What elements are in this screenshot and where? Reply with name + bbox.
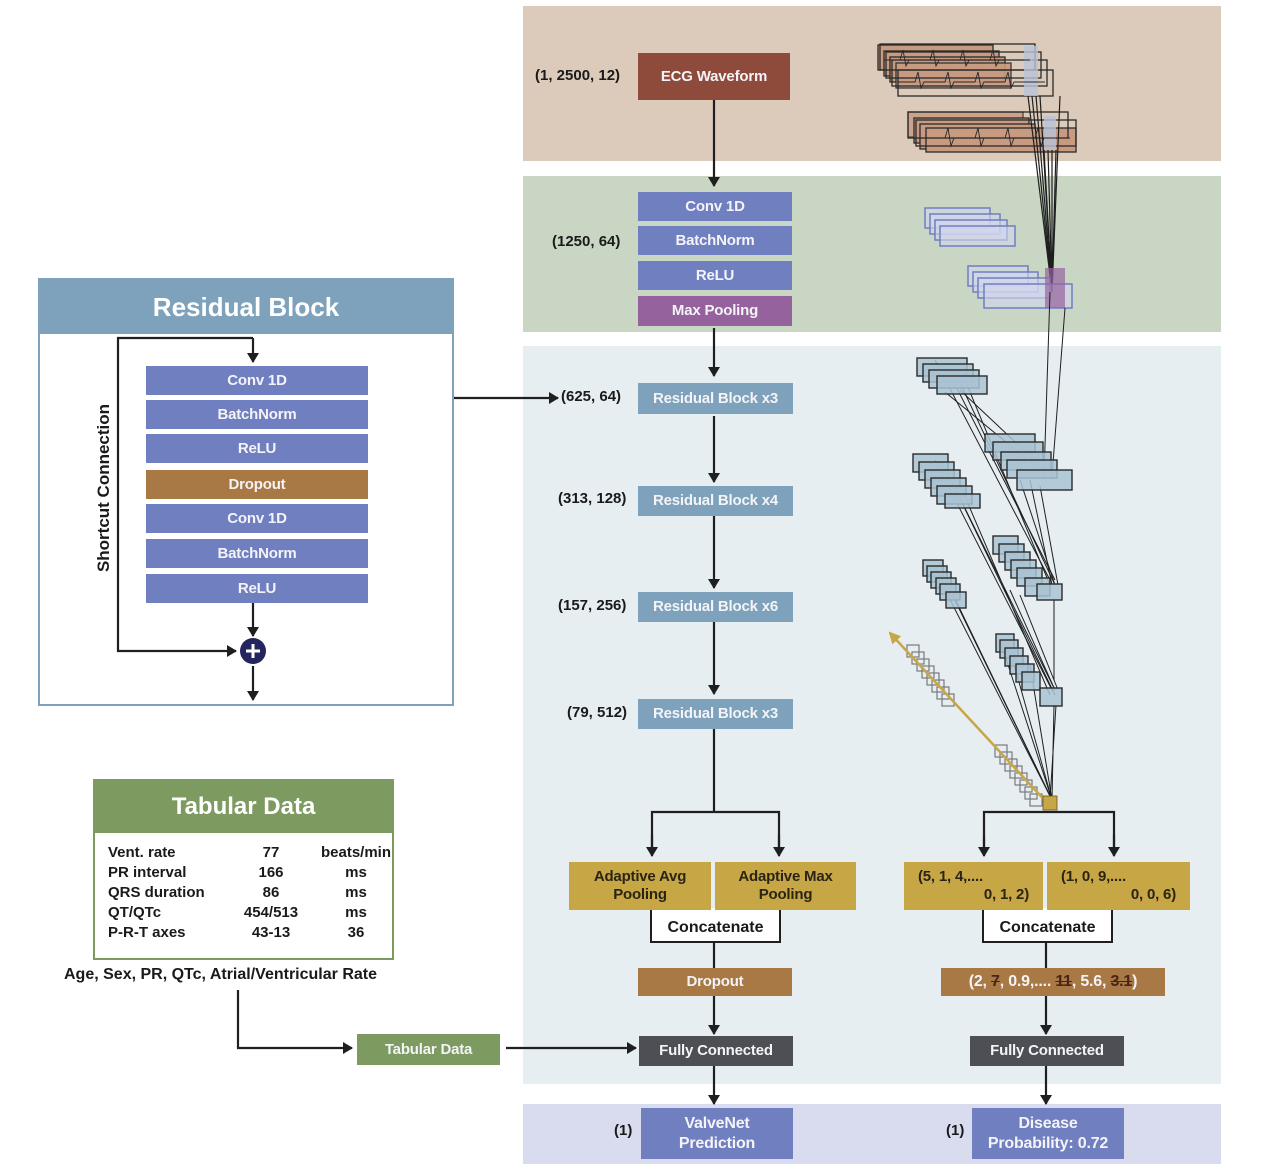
dropped-value-3: 3.1 <box>1110 973 1133 991</box>
tabular-row: Vent. rate 77 beats/min <box>108 843 396 863</box>
concat-left: Concatenate <box>650 908 781 943</box>
concat-right: Concatenate <box>982 908 1113 943</box>
residual-layer-dropout: Dropout <box>146 470 368 499</box>
valvenet-line2: Prediction <box>678 1134 756 1152</box>
vector-b-line2: 0, 0, 6) <box>1130 886 1176 903</box>
stem-batchnorm-box: BatchNorm <box>638 226 792 255</box>
vector-b-box: (1, 0, 9,.... 0, 0, 6) <box>1047 862 1190 910</box>
valvenet-prediction-box: ValveNet Prediction <box>641 1108 793 1159</box>
output-right-shape: (1) <box>946 1122 965 1139</box>
max-pool-line2: Pooling <box>758 886 813 903</box>
res-stage-1-box: Residual Block x3 <box>638 383 793 414</box>
disease-line2: Probability: 0.72 <box>987 1134 1109 1152</box>
ecg-waveform-box: ECG Waveform <box>638 53 790 100</box>
dropout-vector-mid2: , 5.6, <box>1071 973 1111 991</box>
plus-circle-icon <box>240 638 266 664</box>
vector-a-line2: 0, 1, 2) <box>983 886 1029 903</box>
dropped-value-1: 7 <box>991 973 1000 991</box>
avg-pool-line1: Adaptive Avg <box>593 868 687 885</box>
disease-probability-box: Disease Probability: 0.72 <box>972 1108 1124 1159</box>
valvenet-line1: ValveNet <box>684 1115 750 1133</box>
ecg-strips-illustration <box>877 43 1077 293</box>
tabular-features-caption: Age, Sex, PR, QTc, Atrial/Ventricular Ra… <box>64 966 377 983</box>
tabular-field-name: QRS duration <box>108 884 205 901</box>
res-stage-2-box: Residual Block x4 <box>638 486 793 516</box>
tabular-field-unit: ms <box>345 864 367 881</box>
residual-layer-relu: ReLU <box>146 434 368 463</box>
dropout-vector-box: (2, 7 , 0.9,.... 11 , 5.6, 3.1 ) <box>941 968 1165 996</box>
adaptive-max-pooling-box: Adaptive Max Pooling <box>715 862 856 910</box>
residual-layer-relu: ReLU <box>146 574 368 603</box>
disease-line1: Disease <box>1018 1115 1078 1133</box>
stem-conv1d-box: Conv 1D <box>638 192 792 221</box>
residual-layer-batchnorm: BatchNorm <box>146 539 368 568</box>
tabular-field-name: P-R-T axes <box>108 924 186 941</box>
res-stage-3-shape: (157, 256) <box>558 597 627 614</box>
pooled-vector-node <box>1042 795 1058 811</box>
tabular-field-unit: ms <box>345 904 367 921</box>
fully-connected-left-box: Fully Connected <box>639 1036 793 1066</box>
max-pool-line1: Adaptive Max <box>738 868 833 885</box>
tabular-row: PR interval 166 ms <box>108 863 396 883</box>
stem-maxpool-box: Max Pooling <box>638 296 792 326</box>
stem-shape-label: (1250, 64) <box>552 233 621 250</box>
vector-b-line1: (1, 0, 9,.... <box>1061 868 1126 885</box>
tabular-field-value: 77 <box>262 844 280 861</box>
tabular-field-value: 43-13 <box>251 924 291 941</box>
stem-feature-maps-illustration <box>924 207 1073 309</box>
adaptive-avg-pooling-box: Adaptive Avg Pooling <box>569 862 711 910</box>
tabular-field-name: PR interval <box>108 864 187 881</box>
residual-layer-conv-1d: Conv 1D <box>146 504 368 533</box>
dropped-value-2: 11 <box>1055 973 1072 991</box>
tabular-field-value: 454/513 <box>243 904 299 921</box>
residual-layer-batchnorm: BatchNorm <box>146 400 368 429</box>
tabular-field-unit: ms <box>345 884 367 901</box>
vector-a-line1: (5, 1, 4,.... <box>918 868 983 885</box>
res-stage-1-shape: (625, 64) <box>561 388 622 405</box>
shortcut-connection-label: Shortcut Connection <box>94 403 113 573</box>
stem-relu-box: ReLU <box>638 261 792 290</box>
dropout-vector-suffix: ) <box>1132 973 1138 991</box>
avg-pool-line2: Pooling <box>613 886 667 903</box>
tabular-data-panel: Tabular Data <box>93 779 394 960</box>
tabular-data-title: Tabular Data <box>95 781 392 833</box>
tabular-field-value: 166 <box>258 864 284 881</box>
residual-feature-maps-illustration <box>888 291 1073 811</box>
res-stage-2-shape: (313, 128) <box>558 490 627 507</box>
res-stage-3-box: Residual Block x6 <box>638 592 793 622</box>
vector-a-box: (5, 1, 4,.... 0, 1, 2) <box>904 862 1043 910</box>
tabular-field-unit: beats/min <box>320 844 392 861</box>
res-stage-4-shape: (79, 512) <box>567 704 628 721</box>
dropout-box: Dropout <box>638 968 792 996</box>
input-shape-label: (1, 2500, 12) <box>535 67 621 84</box>
gradient-arrow <box>888 631 1051 807</box>
tabular-row: QRS duration 86 ms <box>108 883 396 903</box>
dropout-vector-mid: , 0.9,.... <box>999 973 1056 991</box>
tabular-data-feature-box: Tabular Data <box>357 1034 500 1065</box>
tabular-row: QT/QTc 454/513 ms <box>108 903 396 923</box>
tabular-field-name: Vent. rate <box>108 844 176 861</box>
residual-block-title: Residual Block <box>40 280 452 334</box>
tabular-row: P-R-T axes 43-13 36 <box>108 923 396 943</box>
tabular-field-unit: 36 <box>347 924 365 941</box>
tabular-field-name: QT/QTc <box>108 904 162 921</box>
res-stage-4-box: Residual Block x3 <box>638 699 793 729</box>
residual-block-panel: Residual Block <box>38 278 454 706</box>
residual-layer-conv-1d: Conv 1D <box>146 366 368 395</box>
dropout-vector-prefix: (2, <box>968 973 992 991</box>
tabular-field-value: 86 <box>262 884 280 901</box>
output-left-shape: (1) <box>614 1122 633 1139</box>
fully-connected-right-box: Fully Connected <box>970 1036 1124 1066</box>
